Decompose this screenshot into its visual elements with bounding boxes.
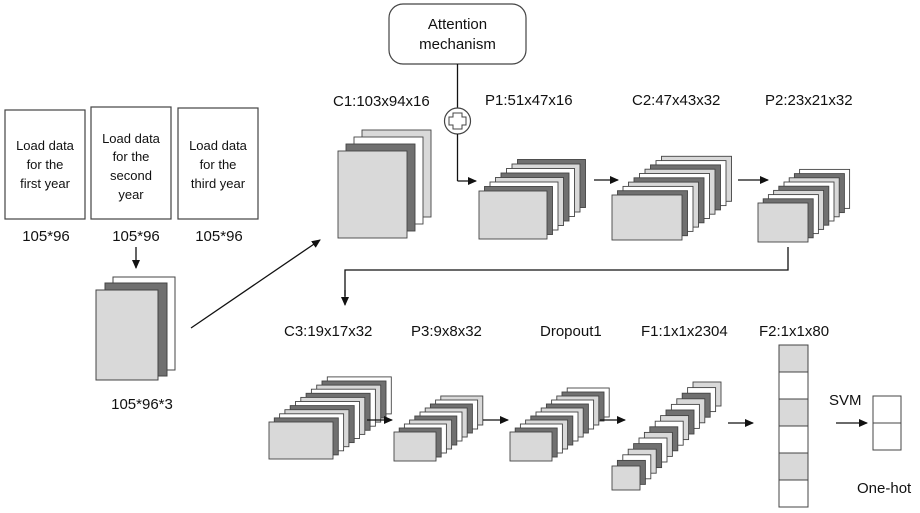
layer-label-c2: C2:47x43x32 <box>632 92 720 109</box>
f2-cell-4 <box>778 425 809 454</box>
attention-label-line2: mechanism <box>419 36 496 53</box>
input-second-line1: Load data <box>102 131 161 146</box>
stack-dropout1 <box>509 387 610 462</box>
f2-cell-6 <box>778 479 809 508</box>
f2-cell-1 <box>778 344 809 373</box>
input-first-size: 105*96 <box>22 228 70 245</box>
stacked-input-volume <box>95 276 176 381</box>
stack-p3 <box>393 395 484 462</box>
input-first-line2: for the <box>27 157 64 172</box>
layer-label-c3: C3:19x17x32 <box>284 323 372 340</box>
input-third-size: 105*96 <box>195 228 243 245</box>
input-first-line3: first year <box>20 176 71 191</box>
stack-p2-layer-1 <box>757 202 809 243</box>
layer-label-dropout1: Dropout1 <box>540 323 602 340</box>
layer-label-c1: C1:103x94x16 <box>333 93 430 110</box>
f2-cell-3 <box>778 398 809 427</box>
input-third-line1: Load data <box>189 138 248 153</box>
onehot-label: One-hot <box>857 480 912 497</box>
layer-label-p2: P2:23x21x32 <box>765 92 853 109</box>
stack-p2 <box>757 168 851 243</box>
stack-dropout1-layer-1 <box>509 431 553 462</box>
stack-c3 <box>268 376 392 460</box>
stack-c3-layer-1 <box>268 421 334 460</box>
stack-f1-layer-1 <box>611 465 641 491</box>
input-second-size: 105*96 <box>112 228 160 245</box>
input-second-line2: for the <box>113 149 150 164</box>
stacked-input-size: 105*96*3 <box>111 396 173 413</box>
onehot-cell-1 <box>872 395 902 424</box>
stack-p1-layer-1 <box>478 190 548 240</box>
stack-f1 <box>611 381 722 491</box>
stack-c2-layer-1 <box>611 194 683 241</box>
onehot-cell-2 <box>872 422 902 451</box>
stack-c1-layer-1 <box>337 150 408 239</box>
layer-label-f1: F1:1x1x2304 <box>641 323 728 340</box>
stack-c2 <box>611 155 732 241</box>
add-operator-plus <box>448 112 467 130</box>
input-box-first-year <box>4 109 86 220</box>
stack-c1 <box>337 129 432 239</box>
input-second-line3: second <box>110 168 152 183</box>
input-second-line4: year <box>118 187 144 202</box>
input-box-third-year <box>177 107 259 220</box>
layer-label-p1: P1:51x47x16 <box>485 92 573 109</box>
stack-p3-layer-1 <box>393 431 437 462</box>
attention-label-line1: Attention <box>428 16 487 33</box>
layer-label-p3: P3:9x8x32 <box>411 323 482 340</box>
f2-cell-5 <box>778 452 809 481</box>
f2-cell-2 <box>778 371 809 400</box>
stacked-input-layer-front <box>95 289 159 381</box>
layer-label-f2: F2:1x1x80 <box>759 323 829 340</box>
row-connector-line <box>344 247 789 296</box>
input-third-line2: for the <box>200 157 237 172</box>
f2-vector <box>778 344 809 508</box>
input-first-line1: Load data <box>16 138 75 153</box>
input-box-second-year <box>90 106 172 220</box>
stack-to-c1-arrow <box>190 239 321 329</box>
stack-p1 <box>478 159 586 240</box>
svm-label: SVM <box>829 392 862 409</box>
input-third-line3: third year <box>191 176 246 191</box>
attention-box <box>388 3 527 65</box>
